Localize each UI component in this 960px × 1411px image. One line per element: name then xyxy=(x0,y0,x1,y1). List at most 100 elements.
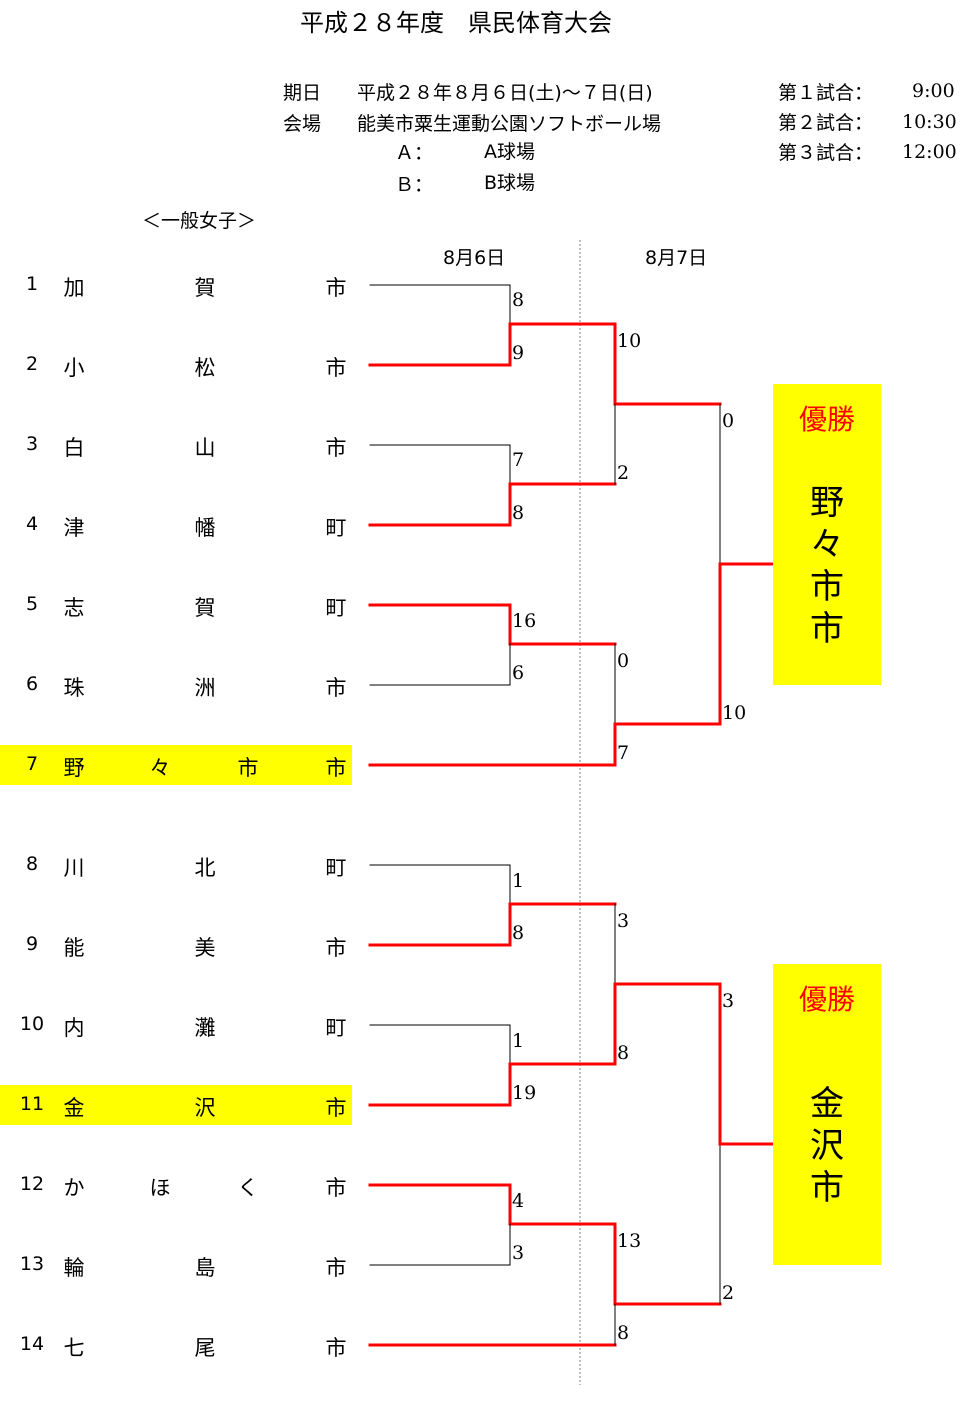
venue-label: 会場 xyxy=(283,113,322,135)
score-r1: 8 xyxy=(512,289,525,311)
score-r1: 16 xyxy=(512,610,537,632)
team-number: 14 xyxy=(19,1333,45,1355)
team-name-char: 町 xyxy=(325,856,347,880)
team-name-char: 金 xyxy=(63,1096,85,1120)
team-number: 5 xyxy=(25,593,39,615)
field-a-value: A球場 xyxy=(484,141,535,163)
champion-name-1-char-2: 々 xyxy=(810,525,844,565)
score-r1: 8 xyxy=(512,922,525,944)
champion-name-1-char-1: 野 xyxy=(810,483,844,523)
schedule-label-1: 第１試合： xyxy=(778,82,874,104)
team-name-char: 能 xyxy=(63,936,85,960)
team-name-char: か xyxy=(63,1176,85,1200)
team-name-char: 市 xyxy=(325,1336,347,1360)
team-name-char: 島 xyxy=(194,1256,216,1280)
schedule-time-1: 9:00 xyxy=(912,80,955,102)
champion-name-2-char-3: 市 xyxy=(810,1168,844,1208)
score-r1: 1 xyxy=(512,1030,525,1052)
score-r2: 13 xyxy=(617,1230,642,1252)
team-name-char: 白 xyxy=(63,436,85,460)
team-name-char: 七 xyxy=(63,1336,85,1360)
day2-header: 8月7日 xyxy=(645,247,708,269)
score-r1: 9 xyxy=(512,342,525,364)
team-name-char: 灘 xyxy=(194,1016,216,1040)
champion-name-2-char-1: 金 xyxy=(810,1084,844,1124)
team-name-char: 志 xyxy=(63,596,85,620)
team-name-char: 市 xyxy=(325,936,347,960)
score-r2: 0 xyxy=(617,650,630,672)
champion-name-2-char-2: 沢 xyxy=(810,1126,844,1166)
date-value: 平成２８年８月６日(土)～７日(日) xyxy=(357,82,653,104)
team-number: 13 xyxy=(19,1253,45,1275)
venue-value: 能美市粟生運動公園ソフトボール場 xyxy=(357,113,662,135)
team-name-char: 松 xyxy=(194,356,216,380)
score-r2: 2 xyxy=(617,462,630,484)
team-name-char: 内 xyxy=(63,1016,85,1040)
score-r1: 8 xyxy=(512,502,525,524)
champion-name-1-char-3: 市 xyxy=(810,567,844,607)
team-name-char: 加 xyxy=(63,276,85,300)
team-name-char: 山 xyxy=(194,436,216,460)
team-name-char: 幡 xyxy=(194,516,216,540)
score-final: 2 xyxy=(722,1282,735,1304)
team-number: 8 xyxy=(25,853,39,875)
team-name-char: 町 xyxy=(325,596,347,620)
team-name-char: 市 xyxy=(325,276,347,300)
score-r1: 1 xyxy=(512,870,525,892)
team-number: 7 xyxy=(25,753,39,775)
team-name-char: 川 xyxy=(63,856,85,880)
champion-name-1-char-4: 市 xyxy=(810,609,844,649)
score-final: 3 xyxy=(722,990,735,1012)
team-highlight-7 xyxy=(0,745,352,785)
team-number: 11 xyxy=(19,1093,45,1115)
schedule-time-3: 12:00 xyxy=(902,141,957,163)
team-name-char: 町 xyxy=(325,1016,347,1040)
team-number: 3 xyxy=(25,433,39,455)
team-name-char: 市 xyxy=(325,1176,347,1200)
team-name-char: ほ xyxy=(149,1176,171,1200)
team-number: 6 xyxy=(25,673,39,695)
team-name-char: 市 xyxy=(325,756,347,780)
field-a-label: Ａ： xyxy=(395,142,434,164)
team-name-char: 賀 xyxy=(194,276,216,300)
page-title: 平成２８年度 県民体育大会 xyxy=(300,9,612,37)
category-label: ＜一般女子＞ xyxy=(142,210,257,232)
score-r1: 7 xyxy=(512,449,525,471)
team-name-char: 々 xyxy=(149,756,171,780)
score-r1: 19 xyxy=(512,1082,537,1104)
score-r2: 7 xyxy=(617,742,630,764)
score-final: 10 xyxy=(722,702,747,724)
team-number: 10 xyxy=(19,1013,45,1035)
champion-box-2: 優勝 金 沢 市 xyxy=(773,964,881,1265)
score-r2: 8 xyxy=(617,1322,630,1344)
team-name-char: 美 xyxy=(194,936,216,960)
team-name-char: 珠 xyxy=(63,676,85,700)
team-name-char: 市 xyxy=(325,436,347,460)
team-number: 4 xyxy=(25,513,39,535)
team-number: 12 xyxy=(19,1173,45,1195)
team-name-char: 市 xyxy=(325,1096,347,1120)
score-r2: 8 xyxy=(617,1042,630,1064)
team-number: 2 xyxy=(25,353,39,375)
field-b-label: Ｂ： xyxy=(395,174,434,196)
champion-label-2: 優勝 xyxy=(798,983,855,1016)
team-number: 9 xyxy=(25,933,39,955)
team-name-char: 小 xyxy=(63,356,85,380)
team-name-char: 輪 xyxy=(63,1256,85,1280)
score-final: 0 xyxy=(722,410,735,432)
schedule-time-2: 10:30 xyxy=(902,111,957,133)
team-name-char: 洲 xyxy=(194,676,216,700)
team-highlight-11 xyxy=(0,1085,352,1125)
score-r2: 3 xyxy=(617,910,630,932)
score-r2: 10 xyxy=(617,330,642,352)
team-name-char: 津 xyxy=(63,516,85,540)
champion-label-1: 優勝 xyxy=(798,403,855,436)
team-name-char: 市 xyxy=(325,676,347,700)
team-name-char: 町 xyxy=(325,516,347,540)
team-name-char: 尾 xyxy=(194,1336,216,1360)
team-name-char: 市 xyxy=(325,356,347,380)
schedule-label-2: 第２試合： xyxy=(778,112,874,134)
team-name-char: 野 xyxy=(63,756,85,780)
team-name-char: 北 xyxy=(194,856,216,880)
